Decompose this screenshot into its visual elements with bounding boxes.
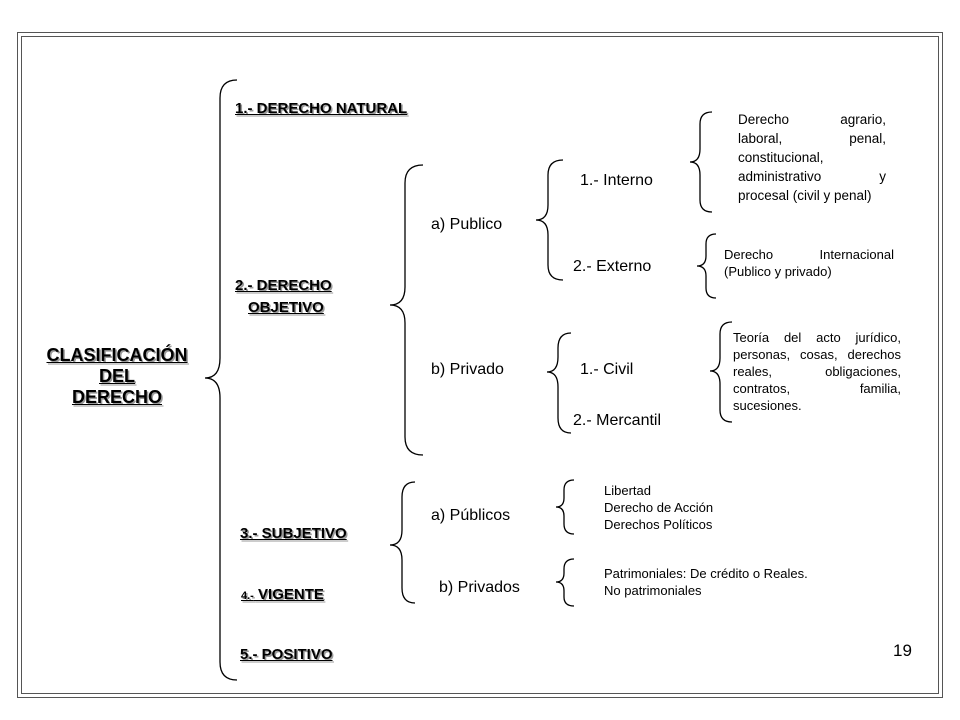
interno-brace xyxy=(689,111,713,213)
objetivo-brace xyxy=(389,164,424,456)
title-line-3: DERECHO xyxy=(71,387,162,407)
privados-item: No patrimoniales xyxy=(604,583,702,598)
category-positivo: 5.- POSITIVO xyxy=(240,646,333,663)
node-publico: a) Publico xyxy=(431,216,503,233)
category-subjetivo: 3.- SUBJETIVO xyxy=(240,525,347,542)
privados-list: Patrimoniales: De crédito o Reales. No p… xyxy=(604,565,808,599)
publicos-list: Libertad Derecho de Acción Derechos Polí… xyxy=(604,482,713,533)
slide-frame-inner xyxy=(21,36,939,694)
externo-brace xyxy=(696,233,717,299)
publicos-item: Derechos Políticos xyxy=(604,517,713,532)
subjetivo-brace xyxy=(389,481,416,604)
category-derecho-objetivo-line1: 2.- DERECHO xyxy=(235,277,332,294)
publico-brace xyxy=(535,159,564,281)
slide-frame-outer xyxy=(17,32,943,698)
node-mercantil: 2.- Mercantil xyxy=(573,412,662,429)
node-interno: 1.- Interno xyxy=(580,172,653,189)
interno-description: Derecho agrario, laboral, penal, constit… xyxy=(738,112,886,203)
privados-brace xyxy=(555,558,575,607)
civil-brace xyxy=(709,321,733,423)
vigente-label: VIGENTE xyxy=(258,586,324,603)
category-vigente: 4.- VIGENTE xyxy=(241,586,324,603)
node-publicos: a) Públicos xyxy=(431,507,511,524)
civil-description: Teoría del acto jurídico, personas, cosa… xyxy=(733,330,901,413)
vigente-number: 4.- xyxy=(241,590,254,602)
title-line-1: CLASIFICACIÓN xyxy=(46,345,188,365)
node-externo: 2.- Externo xyxy=(573,258,652,275)
publicos-item: Derecho de Acción xyxy=(604,500,714,515)
externo-description: Derecho Internacional (Publico y privado… xyxy=(724,247,894,279)
node-privados: b) Privados xyxy=(439,579,520,596)
publicos-brace xyxy=(555,479,575,535)
title-line-2: DEL xyxy=(99,366,135,386)
publicos-item: Libertad xyxy=(604,483,651,498)
main-brace xyxy=(204,79,238,681)
category-derecho-natural: 1.- DERECHO NATURAL xyxy=(235,100,408,117)
diagram-title: CLASIFICACIÓN DEL DERECHO xyxy=(32,345,202,408)
page-number: 19 xyxy=(893,641,912,660)
node-civil: 1.- Civil xyxy=(580,361,634,378)
node-privado: b) Privado xyxy=(431,361,504,378)
category-derecho-objetivo-line2: OBJETIVO xyxy=(248,299,324,316)
privado-brace xyxy=(546,332,572,434)
privados-item: Patrimoniales: De crédito o Reales. xyxy=(604,566,808,581)
